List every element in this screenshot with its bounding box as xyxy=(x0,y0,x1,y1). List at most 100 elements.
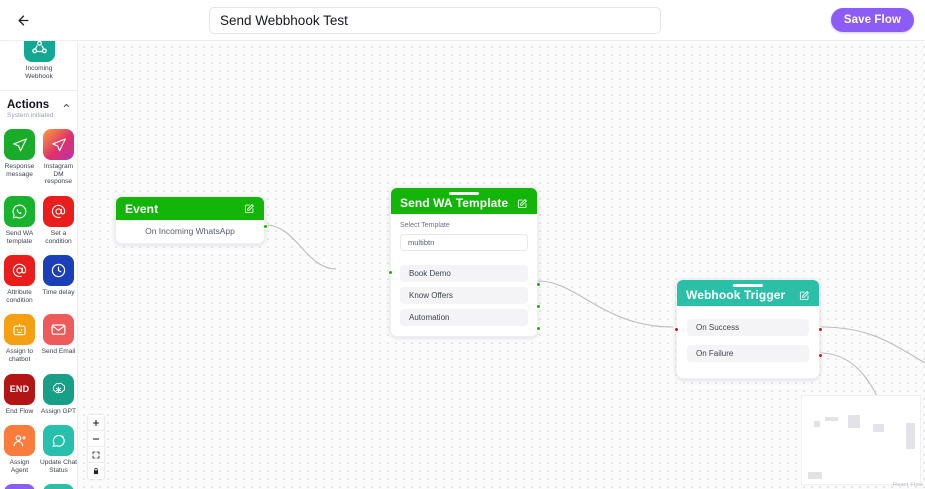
palette-item-attribute-condition[interactable]: Attribute condition xyxy=(0,247,39,306)
drag-handle[interactable] xyxy=(449,192,479,195)
actions-grid: Response message Instagram DM response xyxy=(0,121,77,489)
palette-item-assign-gpt[interactable]: Assign GPT xyxy=(39,366,77,418)
node-event-subtitle: On Incoming WhatsApp xyxy=(145,226,235,236)
fit-screen-icon xyxy=(92,451,100,458)
node-send-wa-target-handle[interactable] xyxy=(387,270,393,275)
handle-book-demo-source[interactable] xyxy=(535,282,541,287)
palette-item-label: Send Email xyxy=(41,348,76,356)
palette-item-label: Assign Agent xyxy=(9,459,30,474)
triggers-group: Incoming Webhook xyxy=(0,41,77,92)
chevron-up-icon[interactable] xyxy=(62,101,71,110)
actions-section-subtitle: System initiated xyxy=(7,112,54,120)
node-event[interactable]: Event On Incoming WhatsApp xyxy=(115,196,268,244)
option-automation[interactable]: Automation xyxy=(400,309,528,326)
node-event-header[interactable]: Event xyxy=(116,197,264,220)
top-bar: Save Flow xyxy=(0,0,925,41)
palette-item-end-flow[interactable]: END End Flow xyxy=(0,366,39,418)
palette-item-label: Response message xyxy=(4,163,35,178)
palette-item-label: Time delay xyxy=(42,289,75,297)
at-sign-icon xyxy=(4,255,35,287)
flow-title-wrap xyxy=(209,7,661,34)
minimap-node xyxy=(848,415,860,428)
user-add-icon xyxy=(4,425,35,457)
palette-item-label: Assign to chatbot xyxy=(5,348,34,363)
palette-item-label: Instagram DM response xyxy=(43,163,74,186)
edit-square-icon[interactable] xyxy=(517,198,528,209)
canvas-minimap[interactable] xyxy=(801,395,921,485)
option-on-success[interactable]: On Success xyxy=(687,319,809,336)
palette-item-incoming-webhook[interactable]: Incoming Webhook xyxy=(0,41,77,82)
node-send-wa-header[interactable]: Send WA Template xyxy=(391,188,537,214)
flow-canvas[interactable]: Event On Incoming WhatsApp Send WA Templ… xyxy=(78,41,925,489)
handle-on-failure-source[interactable] xyxy=(817,353,823,358)
tag-icon xyxy=(4,484,35,489)
handle-on-success-source[interactable] xyxy=(817,327,823,332)
drag-handle[interactable] xyxy=(733,284,763,287)
canvas-controls[interactable] xyxy=(88,415,104,479)
node-event-title: Event xyxy=(125,201,159,216)
arrow-left-icon xyxy=(17,14,29,26)
palette-scroll: Incoming Webhook Actions System initiate… xyxy=(0,41,77,489)
react-flow-attribution[interactable]: React Flow xyxy=(893,482,923,488)
openai-icon xyxy=(43,373,74,405)
zoom-out-button[interactable] xyxy=(88,431,104,447)
option-book-demo[interactable]: Book Demo xyxy=(400,265,528,282)
fit-view-button[interactable] xyxy=(88,447,104,463)
back-button[interactable] xyxy=(6,3,40,37)
minimap-node xyxy=(906,423,915,449)
palette-item-send-wa-template[interactable]: Send WA template xyxy=(0,188,39,247)
node-send-wa-template[interactable]: Send WA Template Select Template Book De… xyxy=(387,187,541,337)
edge-event-to-send-wa xyxy=(265,224,337,270)
actions-section-header[interactable]: Actions xyxy=(0,91,77,112)
palette-item-label: Assign GPT xyxy=(40,407,77,415)
option-on-failure[interactable]: On Failure xyxy=(687,345,809,362)
palette-item-set-a-condition[interactable]: Set a condition xyxy=(39,188,77,247)
node-event-source-handle[interactable] xyxy=(262,224,268,229)
select-template-input[interactable] xyxy=(400,234,528,251)
palette-item-time-delay[interactable]: Time delay xyxy=(39,247,77,306)
edit-square-icon[interactable] xyxy=(799,290,810,301)
palette-item-label: Set a condition xyxy=(45,229,72,245)
palette-item-webhook-trigger[interactable]: Webhook Trigger xyxy=(39,476,77,489)
node-palette-sidebar[interactable]: Incoming Webhook Actions System initiate… xyxy=(0,41,78,489)
save-flow-button[interactable]: Save Flow xyxy=(830,8,914,32)
minimap-node xyxy=(808,472,822,479)
option-know-offers[interactable]: Know Offers xyxy=(400,287,528,304)
node-webhook-target-handle[interactable] xyxy=(673,327,679,332)
minus-icon xyxy=(93,437,99,440)
palette-item-label: Send WA template xyxy=(5,229,34,245)
flow-title-input[interactable] xyxy=(209,7,661,34)
lock-button[interactable] xyxy=(88,463,104,479)
node-webhook-trigger-title: Webhook Trigger xyxy=(686,288,786,302)
palette-item-assign-agent[interactable]: Assign Agent xyxy=(0,417,39,476)
at-sign-icon xyxy=(43,195,74,227)
edge-on-success-out xyxy=(819,326,925,364)
palette-item-instagram-dm-response[interactable]: Instagram DM response xyxy=(39,121,77,188)
palette-item-send-email[interactable]: Send Email xyxy=(39,306,77,365)
handle-know-offers-source[interactable] xyxy=(535,304,541,309)
palette-item-label: End Flow xyxy=(5,407,34,415)
node-webhook-trigger-body: On Success On Failure xyxy=(677,306,819,378)
handle-automation-source[interactable] xyxy=(535,326,541,331)
edit-square-icon[interactable] xyxy=(244,203,255,214)
end-flow-text: END xyxy=(9,384,30,395)
webhook-icon xyxy=(23,41,55,62)
whatsapp-icon xyxy=(4,195,35,227)
webhook-icon xyxy=(43,484,74,489)
send-plane-icon xyxy=(4,129,35,161)
envelope-icon xyxy=(43,314,74,346)
triggers-grid: Incoming Webhook xyxy=(0,41,77,82)
palette-item-update-chat-status[interactable]: Update Chat Status xyxy=(39,417,77,476)
lock-icon xyxy=(93,467,99,474)
node-webhook-trigger-header[interactable]: Webhook Trigger xyxy=(677,280,819,306)
minimap-node xyxy=(825,417,838,421)
clock-icon xyxy=(43,255,74,287)
node-webhook-trigger[interactable]: Webhook Trigger On Success On Failure xyxy=(673,279,823,379)
robot-icon xyxy=(4,314,35,346)
select-template-label: Select Template xyxy=(400,222,450,229)
palette-item-response-message[interactable]: Response message xyxy=(0,121,39,188)
zoom-in-button[interactable] xyxy=(88,415,104,431)
palette-item-update-attribute[interactable]: Update Attribute xyxy=(0,476,39,489)
palette-item-assign-to-chatbot[interactable]: Assign to chatbot xyxy=(0,306,39,365)
